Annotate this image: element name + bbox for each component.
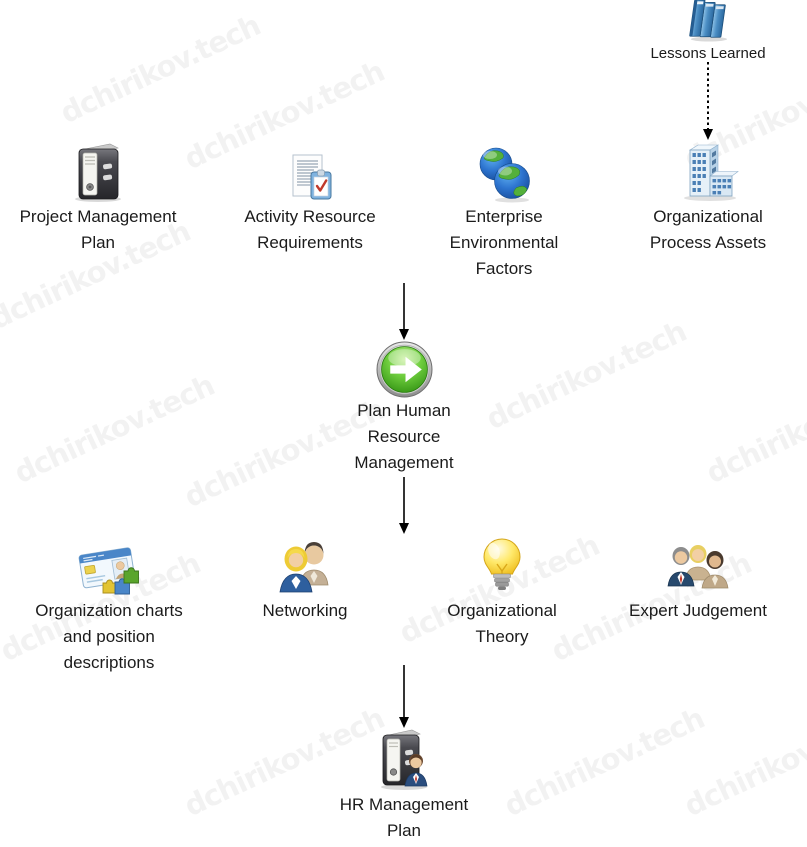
- label-line: Environmental: [449, 233, 559, 252]
- label-line: Management: [354, 453, 454, 472]
- lightbulb-icon: [472, 534, 532, 598]
- label-line: Factors: [475, 259, 533, 278]
- document-checklist-icon-svg: [292, 154, 332, 200]
- label-line: Organizational: [653, 207, 763, 226]
- label-line: Activity Resource: [244, 207, 376, 226]
- binder-icon: [66, 136, 130, 204]
- books-icon: [685, 0, 731, 42]
- watermark-text: dchirikov.tech: [700, 367, 807, 491]
- process-label: Plan Human Resource Management: [354, 398, 453, 476]
- label-line: Plan Human: [357, 401, 451, 420]
- watermark-text: dchirikov.tech: [498, 700, 710, 824]
- building-icon: [676, 136, 740, 204]
- lightbulb-icon-svg: [483, 538, 521, 590]
- watermark-text: dchirikov.tech: [8, 367, 220, 491]
- binder-person-icon: [372, 724, 436, 792]
- three-people-icon-svg: [667, 545, 729, 589]
- label-line: Requirements: [257, 233, 363, 252]
- arrow-process-to-tools: [399, 477, 409, 534]
- dotted-arrow-lessons-to-opa: [703, 62, 713, 140]
- node-lessons-learned: Lessons Learned: [628, 0, 788, 63]
- node-enterprise-environmental-factors: Enterprise Environmental Factors: [414, 136, 594, 282]
- green-arrow-button-icon-svg: [376, 341, 432, 398]
- node-plan-human-resource-management: Plan Human Resource Management: [324, 340, 484, 476]
- node-organizational-process-assets: Organizational Process Assets: [610, 136, 806, 256]
- lessons-learned-label: Lessons Learned: [650, 44, 765, 63]
- node-expert-judgement: Expert Judgement: [603, 534, 793, 624]
- org-charts-label: Organization charts and position descrip…: [35, 598, 182, 676]
- label-line: Process Assets: [649, 233, 767, 252]
- label-line: Theory: [475, 627, 529, 646]
- node-networking: Networking: [225, 534, 385, 624]
- three-people-icon: [664, 534, 732, 598]
- label-line: Expert Judgement: [629, 601, 767, 620]
- label-line: Project Management: [19, 207, 177, 226]
- label-line: descriptions: [63, 653, 155, 672]
- label-line: Organizational: [447, 601, 557, 620]
- building-icon-svg: [684, 144, 739, 201]
- arrow-inputs-to-process: [399, 283, 409, 340]
- node-hr-management-plan: HR Management Plan: [324, 724, 484, 844]
- org-theory-label: Organizational Theory: [447, 598, 557, 650]
- two-people-icon-svg: [279, 542, 329, 593]
- node-organizational-theory: Organizational Theory: [422, 534, 582, 650]
- hr-plan-label: HR Management Plan: [340, 792, 469, 844]
- label-line: Lessons Learned: [650, 45, 766, 62]
- two-people-icon: [273, 534, 337, 598]
- binder-icon-svg: [75, 143, 121, 202]
- expert-judgement-label: Expert Judgement: [629, 598, 767, 624]
- binder-person-icon-svg: [381, 729, 428, 790]
- label-line: Enterprise: [465, 207, 543, 226]
- label-line: Organization charts: [35, 601, 183, 620]
- label-line: Plan: [80, 233, 116, 252]
- eef-label: Enterprise Environmental Factors: [450, 204, 559, 282]
- label-line: Networking: [262, 601, 348, 620]
- arr-label: Activity Resource Requirements: [244, 204, 375, 256]
- green-arrow-button-icon: [376, 340, 433, 398]
- watermark-text: dchirikov.tech: [678, 700, 807, 824]
- books-icon-svg: [689, 0, 728, 42]
- pmp-label: Project Management Plan: [20, 204, 177, 256]
- arrow-tools-to-output: [399, 665, 409, 728]
- label-line: HR Management: [339, 795, 469, 814]
- id-card-puzzle-icon: [76, 534, 142, 598]
- node-activity-resource-requirements: Activity Resource Requirements: [212, 136, 408, 256]
- label-line: and position: [63, 627, 155, 646]
- label-line: Plan: [386, 821, 421, 840]
- id-card-puzzle-icon-svg: [78, 547, 139, 595]
- networking-label: Networking: [262, 598, 347, 624]
- node-organization-charts: Organization charts and position descrip…: [4, 534, 214, 676]
- globes-icon: [474, 136, 534, 204]
- watermark-text: dchirikov.tech: [480, 313, 692, 437]
- document-checklist-icon: [284, 136, 336, 204]
- node-project-management-plan: Project Management Plan: [0, 136, 196, 256]
- opa-label: Organizational Process Assets: [650, 204, 766, 256]
- globes-icon-svg: [479, 147, 530, 203]
- label-line: Resource: [367, 427, 441, 446]
- watermark-text: dchirikov.tech: [54, 7, 266, 131]
